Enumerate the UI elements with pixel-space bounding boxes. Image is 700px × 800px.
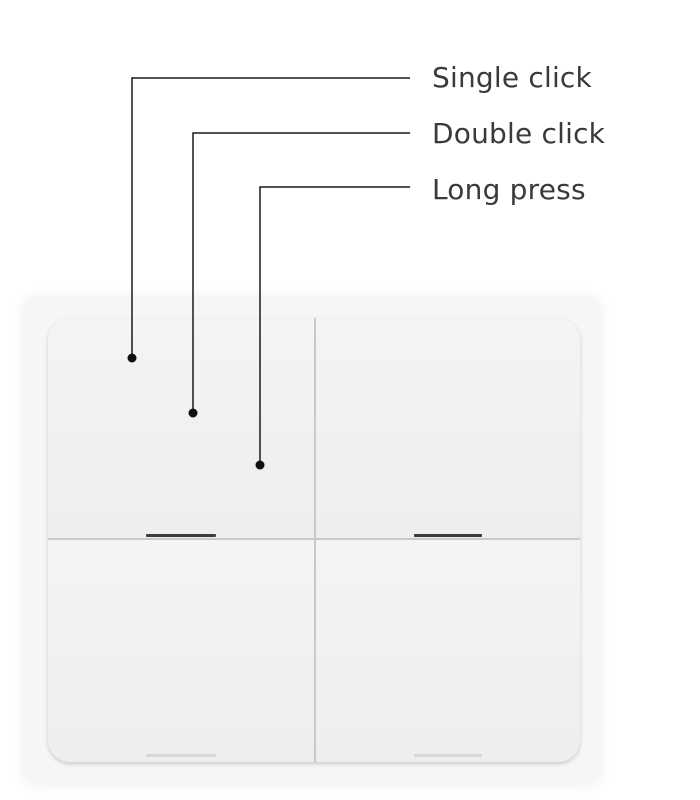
long-press-label: Long press: [432, 173, 586, 206]
indicator-top-right: [414, 534, 482, 537]
indicator-top-left: [146, 534, 216, 537]
key-top-right[interactable]: [316, 318, 580, 538]
indicator-bottom-right: [414, 754, 482, 757]
key-bottom-right[interactable]: [316, 540, 580, 762]
indicator-bottom-left: [146, 754, 216, 757]
key-top-left[interactable]: [48, 318, 314, 538]
key-bottom-left[interactable]: [48, 540, 314, 762]
horizontal-divider: [48, 538, 580, 540]
double-click-label: Double click: [432, 117, 606, 150]
single-click-label: Single click: [432, 61, 592, 94]
four-gang-switch-panel: [48, 318, 580, 762]
vertical-divider: [314, 318, 316, 762]
